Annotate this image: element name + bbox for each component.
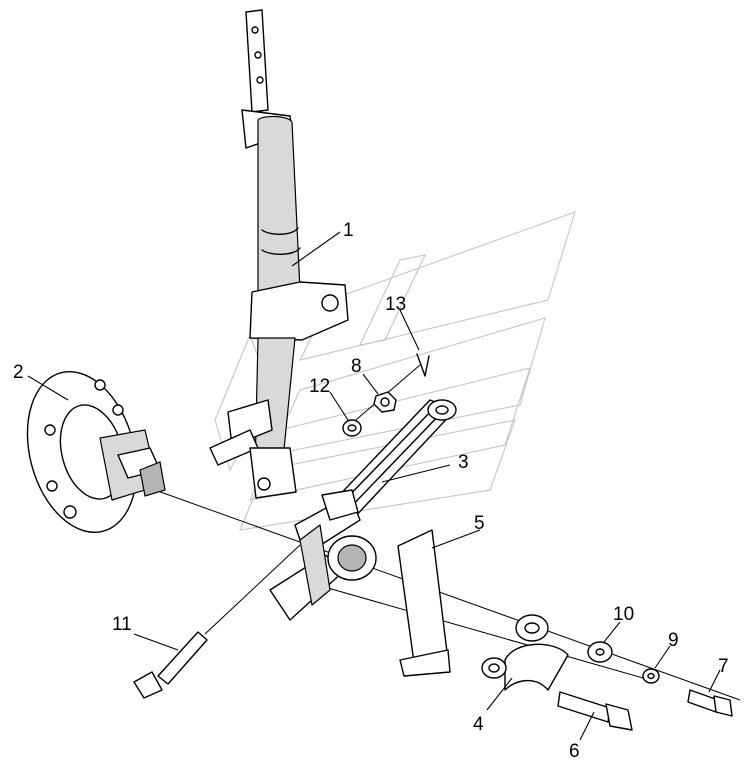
callout-4: 4 bbox=[473, 714, 484, 735]
callout-6: 6 bbox=[569, 741, 580, 762]
part-10-washer bbox=[587, 641, 613, 663]
callout-13: 13 bbox=[385, 294, 406, 315]
callout-9: 9 bbox=[668, 630, 679, 651]
bearing-bracket bbox=[269, 489, 377, 621]
part-12-washer bbox=[342, 419, 362, 437]
callout-10: 10 bbox=[613, 604, 634, 625]
callout-11: 11 bbox=[112, 614, 132, 635]
part-3-connecting-rod bbox=[329, 399, 457, 521]
part-2-flanged-hub bbox=[26, 370, 166, 534]
part-5-plate bbox=[397, 529, 451, 677]
callout-7: 7 bbox=[718, 656, 729, 677]
part-4-curved-bracket bbox=[481, 614, 569, 691]
callout-1: 1 bbox=[343, 220, 354, 241]
part-11-long-bolt bbox=[133, 631, 208, 699]
background-watermark bbox=[214, 211, 576, 531]
assembly-axis-lines bbox=[154, 364, 741, 701]
callout-labels: 1 2 3 4 5 6 7 8 9 10 11 12 13 bbox=[13, 220, 729, 762]
part-7-bolt bbox=[687, 689, 733, 717]
part-13-cotter-pin bbox=[416, 353, 430, 377]
callout-2: 2 bbox=[13, 362, 24, 383]
callout-5: 5 bbox=[474, 513, 485, 534]
leader-lines bbox=[27, 231, 721, 741]
part-1-lever-tube bbox=[209, 9, 349, 499]
callout-12: 12 bbox=[309, 376, 330, 397]
part-6-hex-bolt bbox=[557, 691, 633, 731]
callout-8: 8 bbox=[351, 356, 362, 377]
callout-3: 3 bbox=[458, 452, 469, 473]
part-9-small-washer bbox=[642, 668, 660, 684]
part-8-nut bbox=[373, 391, 397, 413]
